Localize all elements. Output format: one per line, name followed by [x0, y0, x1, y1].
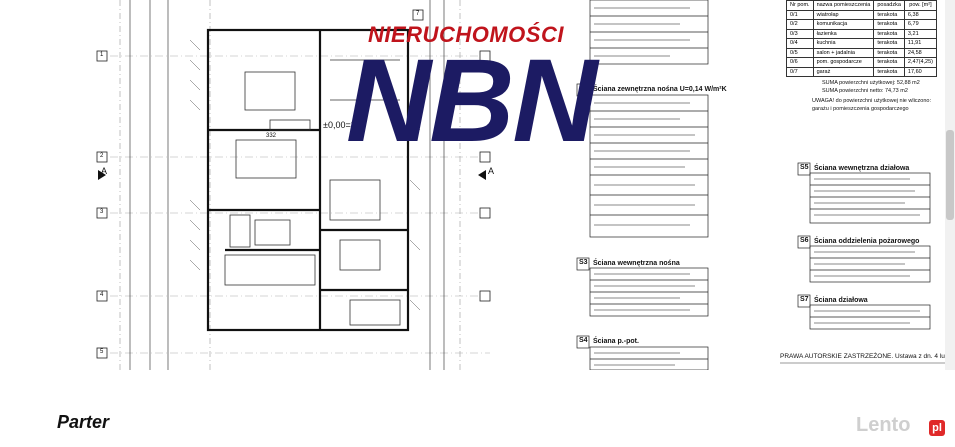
axis-label-5: 4 [100, 292, 104, 298]
section-marker-left: A [101, 166, 108, 176]
table-cell: pom. gospodarcze [812, 57, 875, 68]
section-s4-title: Ściana p.-pot. [593, 338, 639, 345]
table-header: posadzka [873, 0, 905, 11]
scrollbar-thumb[interactable] [946, 130, 954, 220]
table-cell: terakota [873, 19, 905, 30]
copyright-note: PRAWA AUTORSKIE ZASTRZEŻONE. Ustawa z dn… [780, 353, 945, 360]
axis-label-4: 7 [416, 11, 420, 17]
table-cell: terakota [873, 9, 905, 20]
axis-label-1: 1 [100, 52, 104, 58]
sum-usable-area: SUMA powierzchni użytkowej: 52,88 m2 [822, 80, 920, 86]
section-s5-tag: S5 [800, 164, 809, 171]
level-label: ±0,00=2 [323, 120, 356, 130]
table-cell: terakota [873, 47, 905, 58]
table-cell: komunikacja [812, 19, 875, 30]
table-header: nazwa pomieszczenia [812, 0, 875, 11]
table-cell: terakota [873, 66, 905, 77]
floor-caption: Parter [57, 412, 110, 432]
table-header: pow. [m²] [903, 0, 938, 11]
note-line-1: UWAGA! do powierzchni użytkowej nie wlic… [812, 98, 932, 104]
section-s4-tag: S4 [579, 337, 588, 344]
table-cell: 2,47(4,25) [903, 57, 938, 68]
watermark-nieruchomosci: NIERUCHOMOŚCI [368, 22, 564, 47]
table-cell: terakota [873, 57, 905, 68]
table-cell: garaż [812, 66, 875, 77]
floor-plan-drawing: 1 2 3 4 5 7 8 A A ±0,00=2 332 S2 Ściana … [96, 0, 945, 370]
table-header-row: Nr pom. nazwa pomieszczenia posadzka pow… [786, 0, 938, 11]
table-cell: 0/7 [786, 66, 814, 77]
lento-watermark: Lento [856, 414, 911, 436]
table-cell: 0/4 [786, 38, 814, 49]
section-s7-tag: S7 [800, 296, 809, 303]
table-cell: 17,60 [903, 66, 938, 77]
room-number: 332 [266, 133, 277, 139]
section-s7-title: Ściana działowa [814, 297, 868, 304]
axis-label-3: 3 [100, 209, 104, 215]
sum-net-area: SUMA powierzchni netto: 74,73 m2 [822, 88, 908, 94]
lento-badge-icon: pl [929, 420, 945, 436]
table-cell: kuchnia [812, 38, 875, 49]
table-cell: 3,21 [903, 28, 938, 39]
table-cell: terakota [873, 28, 905, 39]
axis-label-2: 2 [100, 153, 104, 159]
table-cell: łazienka [812, 28, 875, 39]
section-s3-tag: S3 [579, 259, 588, 266]
table-cell: salon + jadalnia [812, 47, 875, 58]
section-marker-right: A [488, 166, 495, 176]
axis-label-7: 5 [100, 349, 104, 355]
table-cell: 0/5 [786, 47, 814, 58]
floor-plan-lines [96, 0, 945, 370]
section-s6-title: Ściana oddzielenia pożarowego [814, 238, 920, 245]
table-cell: 24,58 [903, 47, 938, 58]
section-s6-tag: S6 [800, 237, 809, 244]
table-cell: 0/2 [786, 19, 814, 30]
table-cell: 0/1 [786, 9, 814, 20]
table-cell: 6,38 [903, 9, 938, 20]
table-cell: wiatrołap [812, 9, 875, 20]
watermark-nbn-logo: NBN [346, 35, 598, 167]
section-s2-title: Ściana zewnętrzna nośna U=0,14 W/m²K [593, 86, 727, 93]
axis-label-8: 8 [416, 96, 420, 102]
section-s3-title: Ściana wewnętrzna nośna [593, 260, 680, 267]
table-header: Nr pom. [786, 0, 814, 11]
section-s5-title: Ściana wewnętrzna działowa [814, 165, 910, 172]
table-cell: 6,79 [903, 19, 938, 30]
table-cell: 0/3 [786, 28, 814, 39]
section-s2-tag: S2 [579, 85, 588, 92]
table-cell: 11,91 [903, 38, 938, 49]
table-cell: 0/6 [786, 57, 814, 68]
room-schedule-table: Nr pom. nazwa pomieszczenia posadzka pow… [786, 0, 938, 77]
note-line-2: garażu i pomieszczenia gospodarczego [812, 106, 909, 112]
table-cell: terakota [873, 38, 905, 49]
